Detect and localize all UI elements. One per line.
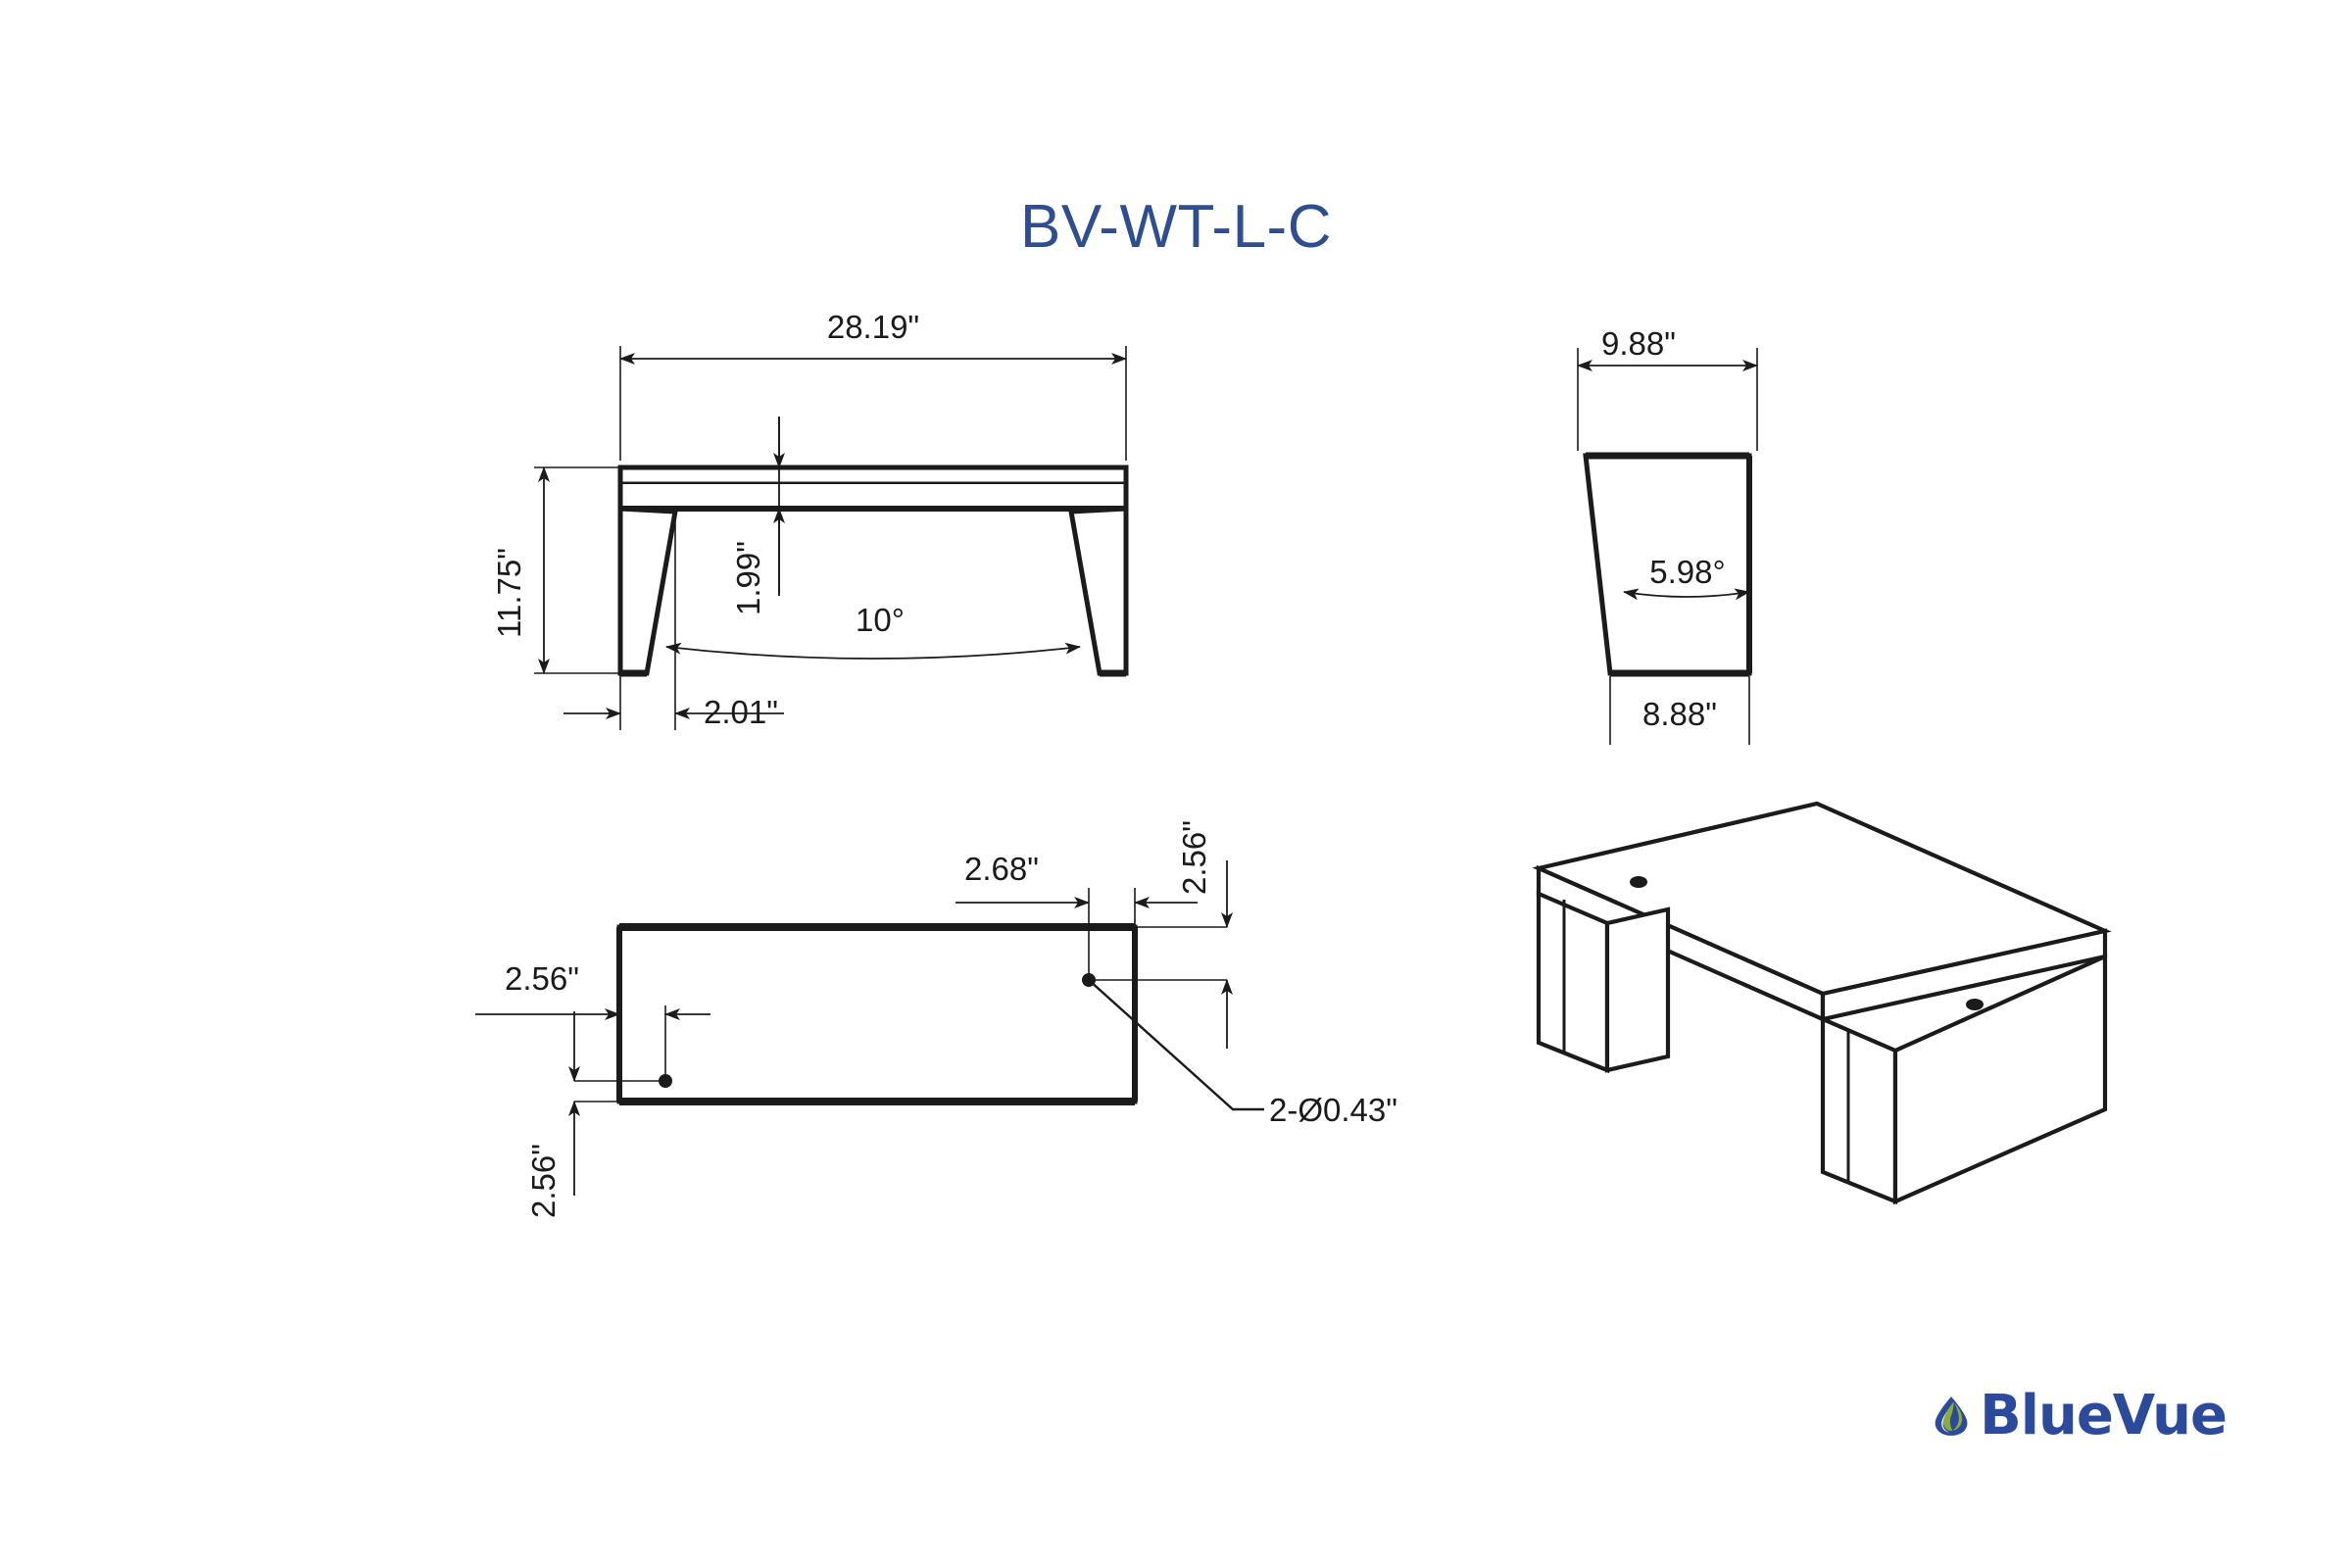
dim-label-top-hole-y-left: 2.56" — [525, 1144, 562, 1218]
dim-label-top-hole-x-left: 2.56" — [505, 960, 579, 997]
water-droplet-leaf-icon — [1935, 1396, 1968, 1436]
dim-side-splay-angle — [1623, 588, 1750, 601]
dim-label-front-leg-angle: 10° — [856, 602, 905, 638]
dim-front-overall-width — [619, 346, 1127, 461]
dim-label-front-seat-thickness: 1.99" — [730, 541, 766, 615]
dim-label-side-bottom-width: 8.88" — [1642, 696, 1717, 732]
dim-side-top-width — [1577, 348, 1758, 451]
dim-label-side-top-width: 9.88" — [1601, 325, 1676, 362]
dim-top-hole-x-right — [956, 888, 1198, 980]
top-plan-geometry — [616, 923, 1138, 1105]
dim-side-bottom-width — [1609, 676, 1750, 745]
isometric-geometry — [1532, 801, 2112, 1205]
dim-front-leg-angle — [665, 642, 1081, 660]
front-elevation-geometry — [617, 465, 1129, 677]
dim-label-front-overall-height: 11.75" — [491, 548, 527, 638]
dim-label-top-hole-x-right: 2.68" — [964, 851, 1039, 887]
dim-label-top-hole-callout: 2-Ø0.43" — [1269, 1092, 1397, 1128]
side-elevation-geometry — [1583, 452, 1752, 677]
bluevue-wordmark: BlueVue — [1980, 1383, 2228, 1447]
dim-front-leg-width — [564, 512, 784, 730]
dim-label-top-hole-y-right: 2.56" — [1176, 820, 1212, 895]
bluevue-logo: BlueVue — [1933, 1364, 2228, 1467]
dim-top-hole-y-right — [1089, 860, 1233, 1049]
dim-label-front-overall-width: 28.19" — [827, 309, 919, 345]
dim-label-front-leg-width: 2.01" — [704, 694, 778, 730]
dim-top-hole-y-left — [568, 1011, 665, 1196]
dim-top-hole-callout-leader — [1088, 979, 1264, 1111]
dim-top-hole-x-left — [475, 1005, 710, 1081]
dim-front-overall-height — [534, 466, 647, 674]
page-title: BV-WT-L-C — [1020, 193, 1332, 261]
dim-label-side-splay-angle: 5.98° — [1649, 554, 1725, 590]
